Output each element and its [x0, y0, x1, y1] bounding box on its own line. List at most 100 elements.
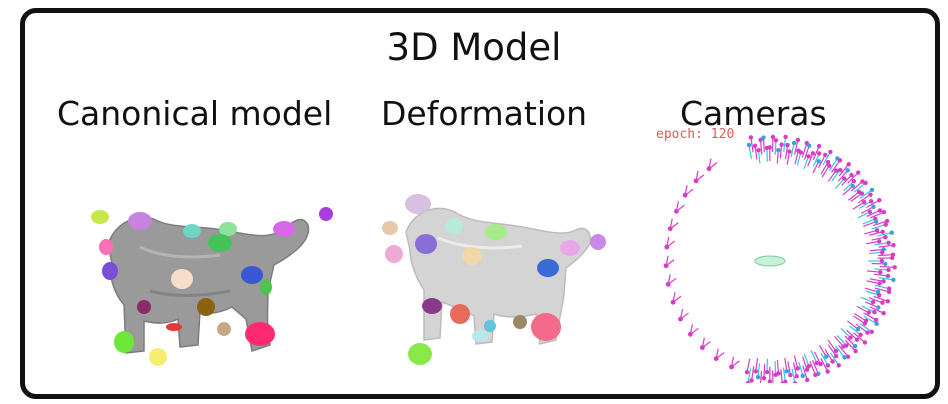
camera-ray	[754, 145, 758, 160]
camera-center	[876, 305, 881, 310]
camera-center	[842, 355, 847, 360]
camera-ray	[860, 206, 874, 214]
camera-center	[837, 158, 843, 163]
camera-center	[865, 330, 870, 335]
camera-ray	[863, 221, 877, 227]
camera-center	[879, 250, 885, 255]
camera-center	[687, 331, 693, 337]
camera-ray	[847, 172, 859, 184]
camera-center	[745, 380, 751, 383]
camera-center	[767, 145, 773, 150]
camera-center	[834, 168, 839, 173]
camera-center	[798, 150, 804, 155]
camera-center	[818, 361, 823, 367]
camera-center	[794, 374, 799, 379]
camera-center	[663, 263, 669, 269]
camera-ray	[824, 349, 834, 362]
camera-center	[880, 229, 885, 234]
camera-center	[758, 137, 763, 143]
epoch-counter: epoch: 120	[656, 127, 735, 142]
camera-ray	[829, 352, 840, 366]
camera-center	[767, 379, 773, 383]
camera-center	[886, 289, 892, 295]
deformed-cat-mesh	[405, 207, 592, 345]
camera-ray	[874, 284, 890, 290]
camera-center	[874, 321, 879, 326]
camera-center	[891, 243, 896, 248]
camera-ray	[840, 327, 851, 339]
camera-center	[693, 178, 699, 184]
camera-center	[886, 240, 891, 245]
camera-center	[886, 286, 892, 291]
camera-center	[770, 134, 776, 140]
camera-ray	[834, 178, 845, 189]
camera-center	[862, 321, 868, 326]
camera-center	[761, 375, 767, 381]
camera-ray	[862, 218, 876, 225]
camera-center	[674, 208, 679, 214]
camera-center	[846, 162, 851, 167]
camera-center	[773, 372, 778, 377]
camera-ray	[790, 142, 795, 158]
camera-center	[682, 192, 688, 198]
camera-center	[825, 159, 831, 165]
deformation-label: Deformation	[381, 94, 588, 133]
cameras-label: Cameras	[680, 94, 827, 133]
camera-ray	[820, 161, 829, 175]
camera-center	[842, 176, 847, 181]
camera-center	[883, 261, 888, 267]
camera-ray	[860, 296, 874, 303]
camera-ray	[813, 351, 822, 365]
camera-ray	[783, 136, 787, 152]
camera-center	[807, 143, 812, 148]
camera-ray	[794, 150, 799, 165]
camera-ray	[802, 356, 808, 370]
camera-center	[868, 192, 873, 197]
camera-ray	[846, 329, 858, 341]
camera-ray	[857, 211, 871, 219]
camera-center	[753, 369, 759, 374]
camera-center	[875, 289, 881, 295]
figure-title: 3D Model	[386, 26, 562, 69]
camera-center	[881, 279, 886, 284]
camera-center	[787, 149, 792, 154]
camera-ray	[842, 185, 854, 196]
camera-center	[827, 163, 832, 168]
camera-center	[784, 369, 790, 374]
camera-ray	[821, 165, 830, 178]
camera-center	[678, 316, 683, 322]
gaussian-blobs	[91, 207, 333, 366]
camera-ray	[869, 306, 884, 314]
camera-ray	[865, 199, 880, 209]
camera-ray	[838, 344, 849, 358]
camera-center	[849, 172, 854, 178]
camera-ray	[863, 315, 877, 325]
camera-center	[876, 293, 882, 298]
camera-center	[883, 235, 888, 240]
camera-ray	[774, 140, 777, 155]
camera-center	[886, 267, 891, 273]
camera-center	[776, 147, 781, 153]
camera-center	[870, 299, 876, 305]
camera-ray	[774, 361, 777, 375]
camera-center	[746, 142, 752, 148]
camera-center	[869, 329, 874, 335]
camera-ray	[858, 200, 872, 210]
camera-ray	[827, 170, 837, 182]
camera-ray	[866, 280, 880, 285]
camera-center	[836, 363, 841, 368]
camera-ray	[793, 139, 799, 155]
camera-ray	[870, 248, 884, 252]
camera-center	[805, 377, 810, 383]
camera-ray	[747, 368, 752, 383]
camera-center	[664, 244, 670, 250]
camera-ray	[750, 366, 755, 381]
camera-center	[853, 348, 858, 354]
camera-ray	[818, 154, 826, 168]
camera-ray	[807, 153, 814, 167]
camera-center	[877, 198, 882, 203]
camera-ray	[828, 158, 838, 172]
camera-center	[788, 372, 793, 378]
camera-center	[828, 149, 833, 155]
camera-ray	[786, 151, 791, 165]
